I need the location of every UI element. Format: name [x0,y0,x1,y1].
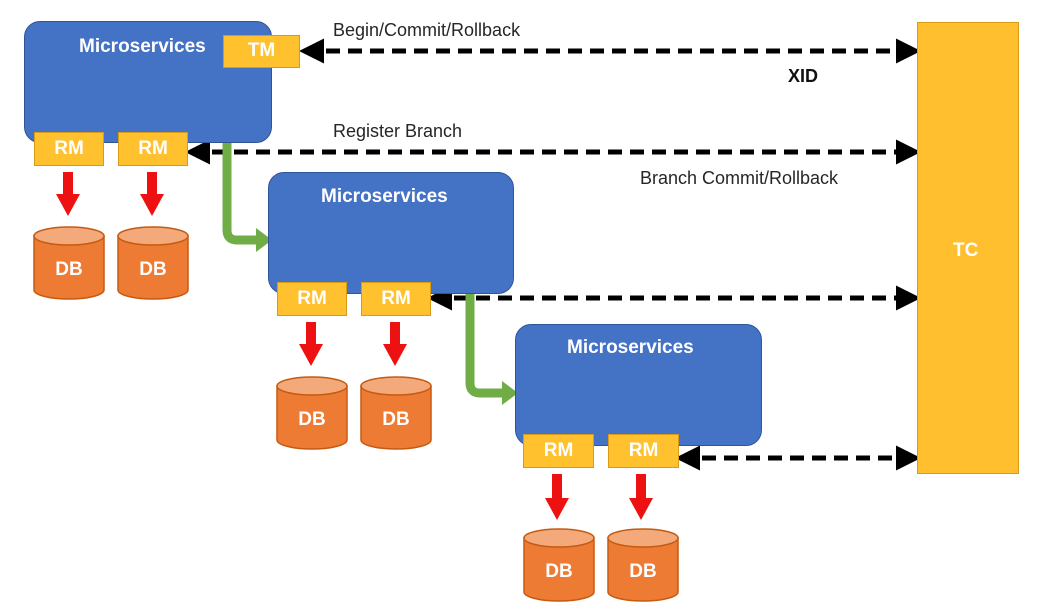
db-label: DB [139,259,166,280]
db-label: DB [545,561,572,582]
tc-label: TC [953,240,979,261]
begin-commit-rollback-label: Begin/Commit/Rollback [333,20,521,40]
database-cylinder-icon: DB [276,376,348,450]
tc-box [917,22,1019,474]
red-down-arrow-icon [629,474,653,520]
red-down-arrow-icon [56,172,80,216]
database-cylinder-icon: DB [117,226,189,300]
microservice-title: Microservices [321,186,448,207]
database-cylinder-icon: DB [523,528,595,602]
red-down-arrow-icon [140,172,164,216]
rm-tag: RM [608,434,679,468]
db-label: DB [629,561,656,582]
green-elbow-arrow-icon [222,132,272,252]
database-cylinder-icon: DB [360,376,432,450]
rm-tag: RM [277,282,347,316]
database-cylinder-icon: DB [33,226,105,300]
db-label: DB [382,409,409,430]
red-down-arrow-icon [383,322,407,366]
microservice-box [268,172,514,294]
microservice-title: Microservices [79,36,206,57]
xid-label: XID [788,66,819,86]
microservice-title: Microservices [567,337,694,358]
tm-tag: TM [223,35,300,68]
rm-tag: RM [34,132,104,166]
red-down-arrow-icon [299,322,323,366]
red-down-arrow-icon [545,474,569,520]
db-label: DB [55,259,82,280]
register-branch-label: Register Branch [333,121,463,141]
database-cylinder-icon: DB [607,528,679,602]
db-label: DB [298,409,325,430]
rm-tag: RM [523,434,594,468]
rm-tag: RM [118,132,188,166]
green-elbow-arrow-icon [465,283,518,405]
rm-tag: RM [361,282,431,316]
branch-commit-rollback-label: Branch Commit/Rollback [640,168,839,188]
